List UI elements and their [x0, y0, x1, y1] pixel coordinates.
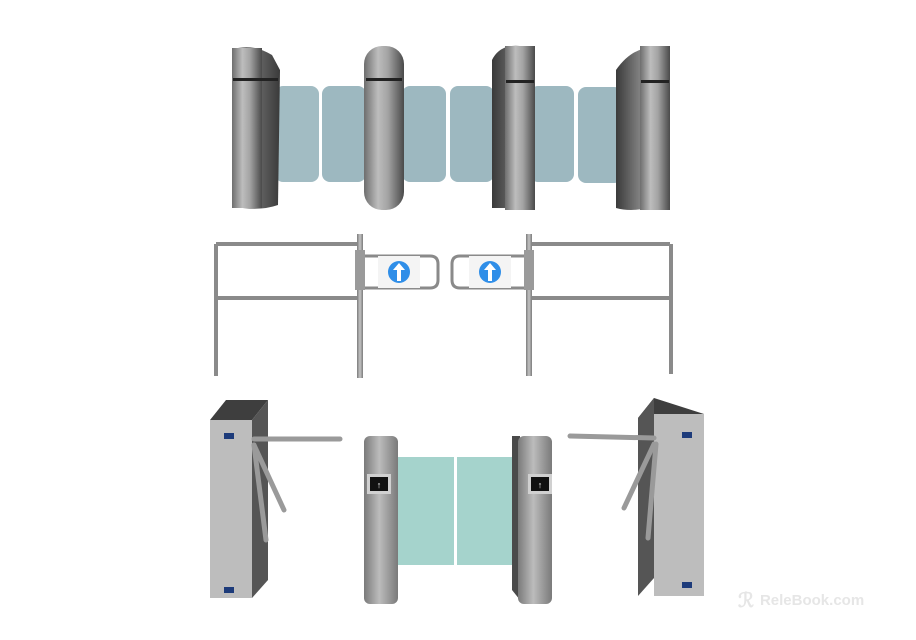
arrow-up-icon: [388, 261, 410, 283]
tripod-and-flap-row: ↑ ↑: [210, 398, 704, 604]
watermark-text: ReleBook.com: [759, 592, 865, 609]
swing-barrier-row: [232, 45, 670, 210]
arrow-up-icon: [479, 261, 501, 283]
relebook-logo-icon: ℛ: [738, 590, 754, 612]
watermark: ℛ ReleBook.com: [738, 588, 864, 613]
svg-text:↑: ↑: [538, 480, 543, 490]
swing-gate-row: [214, 234, 673, 378]
svg-text:↑: ↑: [377, 480, 382, 490]
